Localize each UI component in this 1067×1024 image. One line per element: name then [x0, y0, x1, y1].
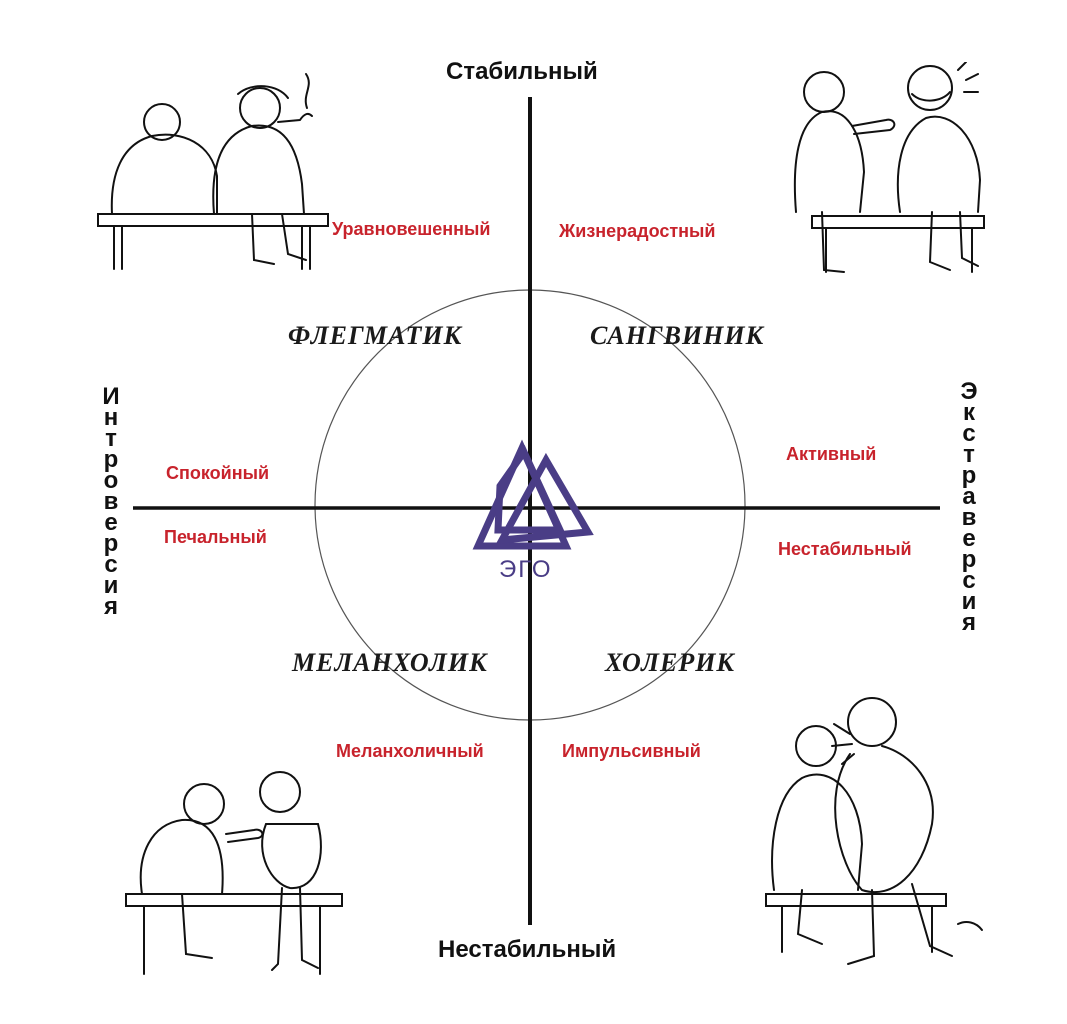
phlegmatic-cartoon [97, 73, 329, 270]
trait-melancholic: Меланхоличный [336, 741, 484, 761]
sanguine-cartoon [793, 62, 985, 273]
trait-unstable: Нестабильный [778, 539, 912, 559]
melancholic-cartoon [125, 771, 343, 975]
trait-sad: Печальный [164, 527, 267, 547]
trait-calm: Спокойный [166, 463, 270, 483]
logo-text: ЭГО [499, 556, 553, 583]
trait-impulsive: Импульсивный [562, 741, 701, 761]
trait-cheerful: Жизнерадостный [559, 221, 716, 241]
trait-balanced: Уравновешенный [332, 219, 491, 239]
choleric-cartoon [765, 697, 983, 965]
temperament-choleric: ХОЛЕРИК [605, 648, 736, 677]
axis-bottom-label: Нестабильный [438, 936, 617, 963]
axis-top-label: Стабильный [446, 58, 598, 85]
trait-active: Активный [786, 444, 877, 464]
temperament-melancholic: МЕЛАНХОЛИК [292, 648, 488, 677]
temperament-phlegmatic: ФЛЕГМАТИК [288, 321, 463, 350]
temperament-sanguine: САНГВИНИК [590, 321, 765, 350]
